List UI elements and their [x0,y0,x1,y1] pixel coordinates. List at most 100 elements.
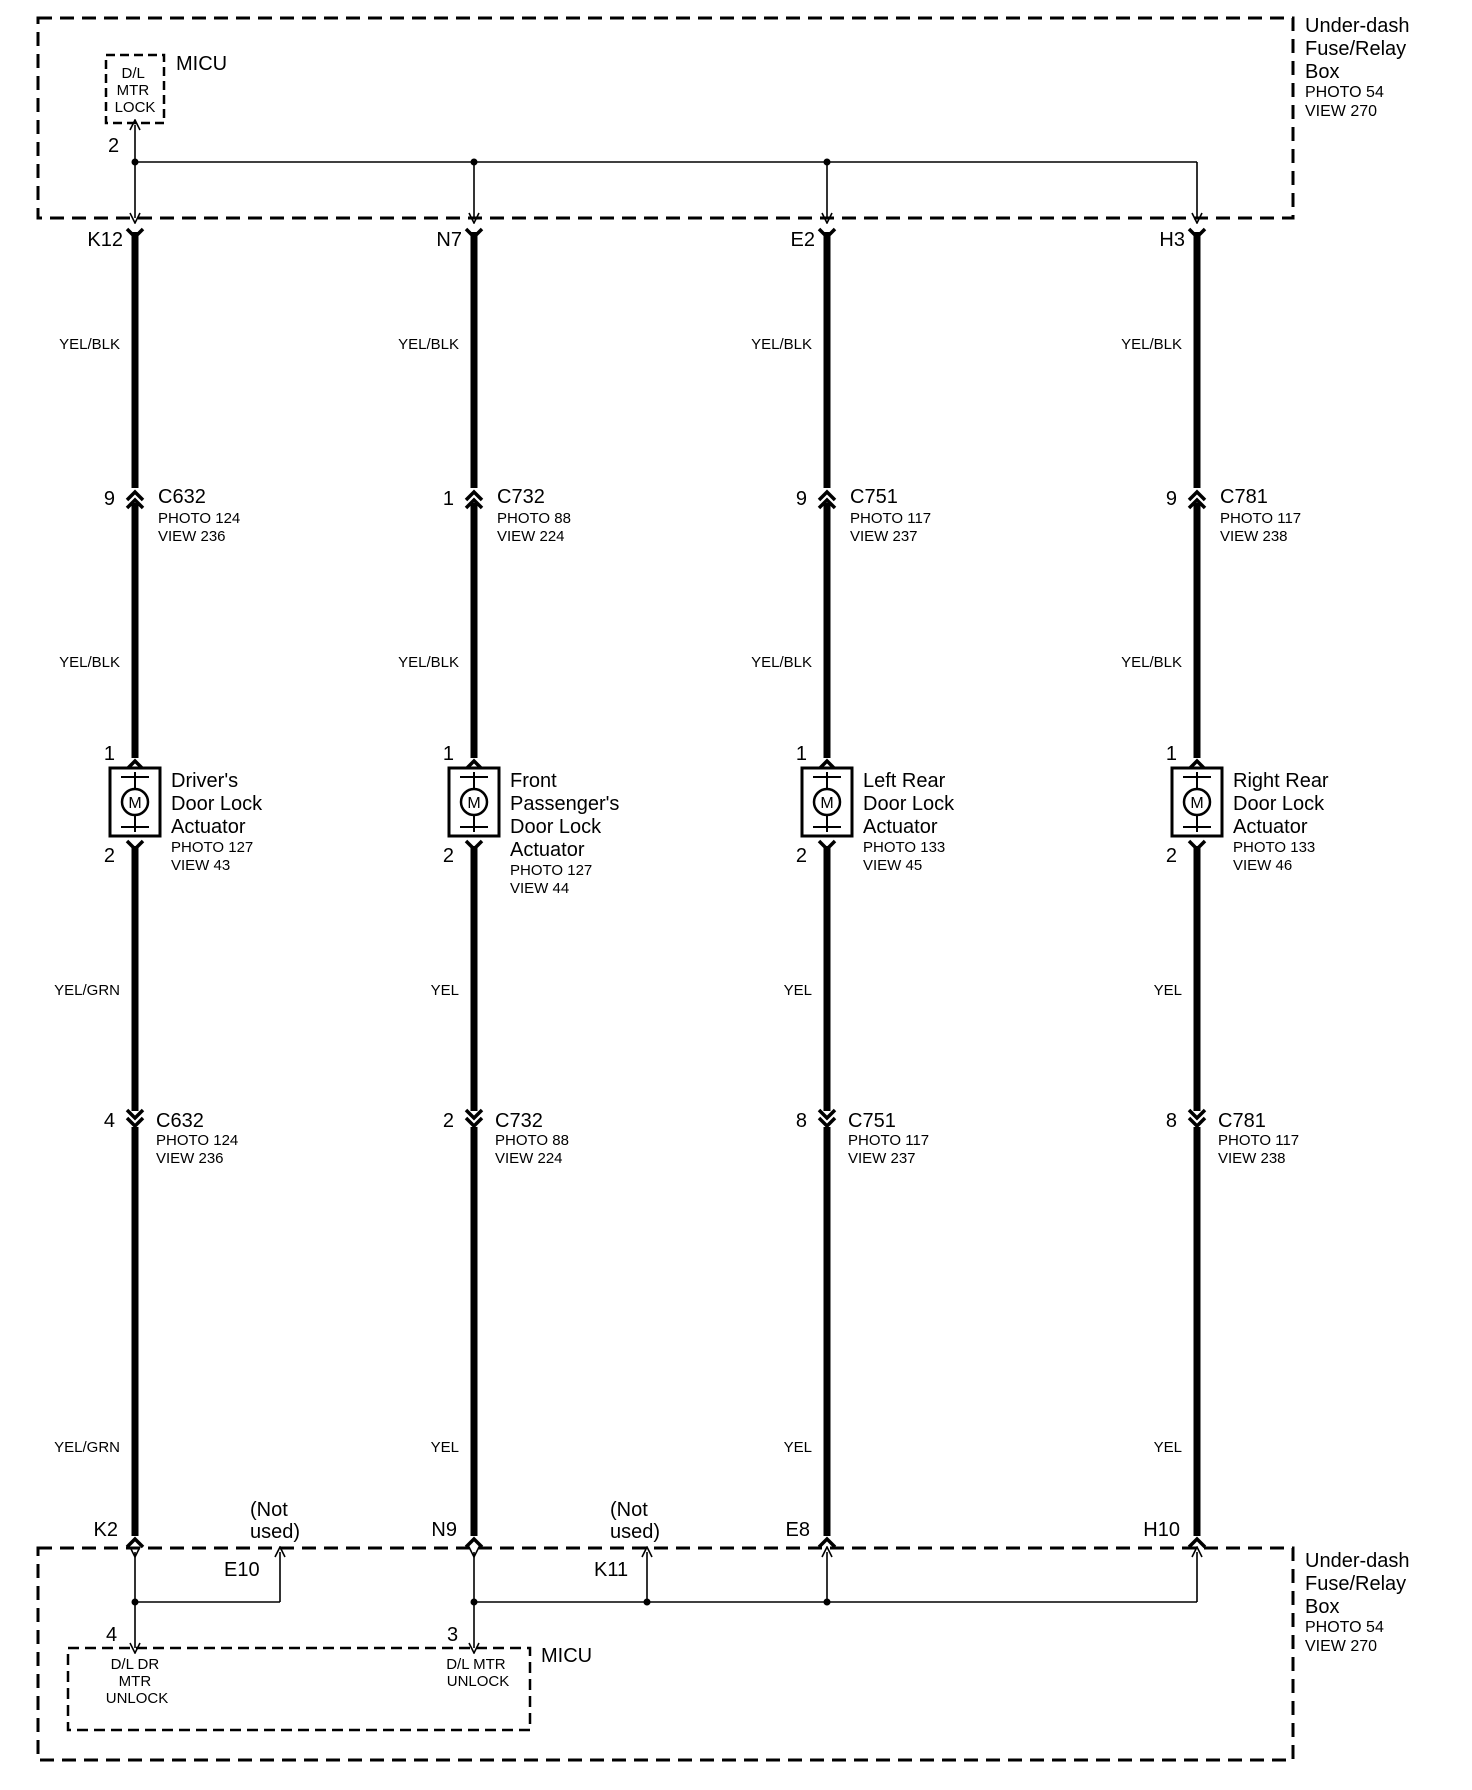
inline-conn-top-a-3 [817,489,837,502]
top-box-photo: PHOTO 54 [1305,84,1384,101]
conn-top-pin-2: 1 [443,488,454,510]
bottom-terminal-label-3: E8 [786,1519,810,1541]
actuator-view-2: VIEW 44 [510,880,569,897]
bottom-box-title-line-2: Fuse/Relay [1305,1573,1406,1595]
wire-middle-color-4: YEL/BLK [1121,654,1182,671]
actuator-name-2-line-4: Actuator [510,839,585,861]
inline-conn-bottom-b-1 [125,1116,145,1129]
conn-bottom-view-4: VIEW 238 [1218,1150,1286,1167]
bottom-terminal-label-4: H10 [1143,1519,1180,1541]
actuator-pin-in-symbol-1 [125,758,145,771]
actuator-photo-1: PHOTO 127 [171,839,253,856]
wire-upper-color-1: YEL/BLK [59,336,120,353]
conn-top-view-2: VIEW 224 [497,528,565,545]
inline-conn-top-b-1 [125,497,145,510]
inline-conn-bottom-b-4 [1187,1116,1207,1129]
micu-lock-function-line-2: MTR [117,82,150,99]
wire-upper-color-3: YEL/BLK [751,336,812,353]
wire-lower-2-color-4: YEL [1154,1439,1182,1456]
top-terminal-label-4: H3 [1159,229,1185,251]
conn-top-name-3: C751 [850,486,898,508]
conn-bottom-pin-4: 8 [1166,1110,1177,1132]
actuator-view-4: VIEW 46 [1233,857,1292,874]
top-terminal-label-2: N7 [436,229,462,251]
top-fuse-relay-box: Under-dash Fuse/Relay Box PHOTO 54 VIEW … [36,15,1410,218]
top-terminal-label-3: E2 [791,229,815,251]
unlock-dr-function: D/L DR MTR UNLOCK [106,1656,169,1707]
conn-top-pin-3: 9 [796,488,807,510]
unlock-all-function: D/L MTR UNLOCK [446,1656,510,1690]
actuator-pin-in-symbol-2 [464,758,484,771]
actuator-name-3-line-3: Actuator [863,816,938,838]
wire-upper-color-4: YEL/BLK [1121,336,1182,353]
inline-conn-bottom-a-1 [125,1108,145,1121]
actuator-pin-out-2: 2 [443,845,454,867]
actuator-name-4-line-3: Actuator [1233,816,1308,838]
actuator-pin-in-symbol-4 [1187,758,1207,771]
wire-lower-1-color-1: YEL/GRN [54,982,120,999]
bottom-fuse-relay-box: Under-dash Fuse/Relay Box PHOTO 54 VIEW … [36,1499,1410,1762]
inline-conn-top-a-4 [1187,489,1207,502]
unlock-all-pin: 3 [447,1624,458,1646]
actuator-name-3-line-1: Left Rear [863,770,946,792]
micu-lock-function-line-1: D/L [122,65,145,82]
actuator-name-2-line-3: Door Lock [510,816,602,838]
conn-top-name-4: C781 [1220,486,1268,508]
unlock-all-function-line-2: UNLOCK [447,1673,510,1690]
unlock-dr-function-line-1: D/L DR [111,1656,160,1673]
actuator-name-1-line-1: Driver's [171,770,238,792]
actuator-view-1: VIEW 43 [171,857,230,874]
top-terminal-label-1: K12 [87,229,123,251]
actuator-pin-in-symbol-3 [817,758,837,771]
wire-lower-1-color-4: YEL [1154,982,1182,999]
e10-terminal: E10 [224,1559,260,1581]
inline-conn-bottom-b-3 [817,1116,837,1129]
motor-symbol-3: M [820,795,833,812]
conn-bottom-pin-2: 2 [443,1110,454,1132]
conn-top-pin-4: 9 [1166,488,1177,510]
inline-conn-top-b-4 [1187,497,1207,510]
motor-icon-4 [1182,787,1212,817]
wire-lower-2-color-3: YEL [784,1439,812,1456]
micu-bottom-label: MICU [541,1645,592,1667]
bottom-terminal-symbol-3 [817,1536,837,1549]
motor-icon-3 [812,787,842,817]
motor-icon-2 [459,787,489,817]
inline-conn-bottom-a-3 [817,1108,837,1121]
conn-bottom-name-4: C781 [1218,1110,1266,1132]
not-used-k11-line-1: (Not [610,1499,648,1521]
inline-conn-top-a-1 [125,489,145,502]
unlock-bus-junction-1 [470,1598,478,1606]
not-used-k11-line-2: used) [610,1521,660,1543]
not-used-e10-line-1: (Not [250,1499,288,1521]
actuator-name-4-line-1: Right Rear [1233,770,1329,792]
wire-upper-color-2: YEL/BLK [398,336,459,353]
top-box-view: VIEW 270 [1305,103,1377,120]
unlock-dr-pin: 4 [106,1624,117,1646]
conn-bottom-view-2: VIEW 224 [495,1150,563,1167]
conn-top-view-3: VIEW 237 [850,528,918,545]
wire-lower-1-color-2: YEL [431,982,459,999]
micu-lock-function-line-3: LOCK [115,99,156,116]
actuator-name-2-line-1: Front [510,770,557,792]
actuator-name-1-line-2: Door Lock [171,793,263,815]
micu-lock-pin: 2 [108,135,119,157]
micu-top-label: MICU [176,53,227,75]
bottom-terminal-symbol-1 [125,1536,145,1549]
bottom-terminal-label-1: K2 [94,1519,118,1541]
conn-top-view-4: VIEW 238 [1220,528,1288,545]
inline-conn-bottom-a-4 [1187,1108,1207,1121]
bottom-terminal-symbol-4 [1187,1536,1207,1549]
conn-top-name-1: C632 [158,486,206,508]
wire-lower-1-color-3: YEL [784,982,812,999]
top-box-title-line-1: Under-dash [1305,15,1410,37]
bottom-box-photo: PHOTO 54 [1305,1619,1384,1636]
inline-conn-top-a-2 [464,489,484,502]
unlock-dr-function-line-3: UNLOCK [106,1690,169,1707]
actuator-name-1-line-3: Actuator [171,816,246,838]
actuator-name-2-line-2: Passenger's [510,793,619,815]
unlock-all-function-line-1: D/L MTR [446,1656,506,1673]
conn-bottom-view-3: VIEW 237 [848,1150,916,1167]
inline-conn-bottom-b-2 [464,1116,484,1129]
